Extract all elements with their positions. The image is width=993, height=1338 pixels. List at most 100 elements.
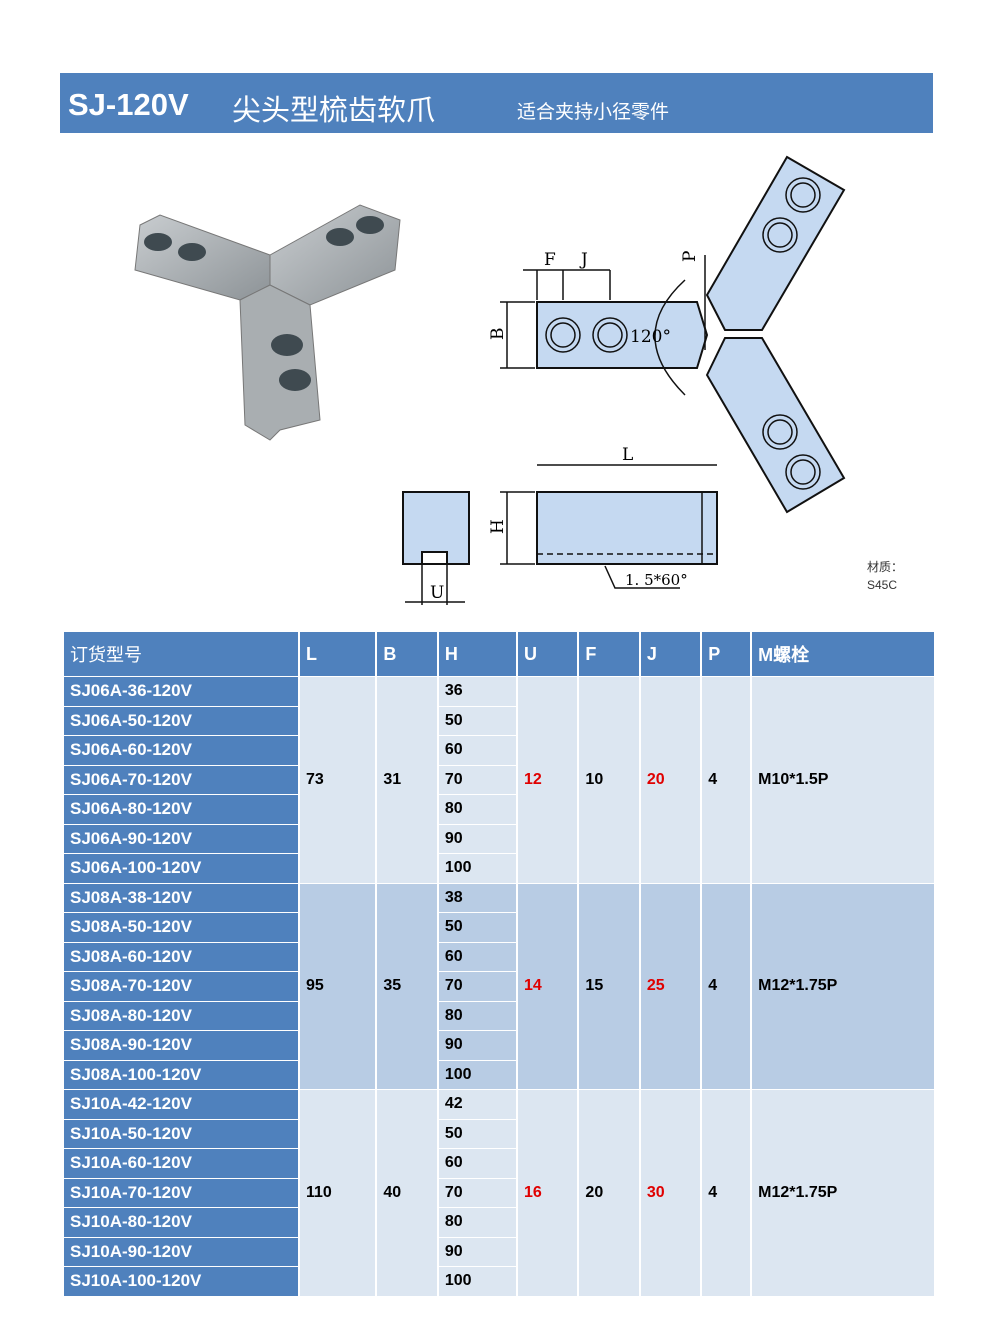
label-serration: 1. 5*60°	[625, 571, 688, 589]
u-cell: 12	[518, 677, 578, 883]
title-banner: SJ-120V 尖头型梳齿软爪 适合夹持小径零件	[60, 73, 933, 133]
table-row: SJ06A-90-120V 90	[64, 824, 934, 853]
m-cell: M12*1.75P	[752, 883, 934, 1089]
h-cell: 50	[438, 706, 516, 735]
model-cell: SJ10A-50-120V	[64, 1119, 298, 1148]
h-cell: 90	[438, 1237, 516, 1266]
model-cell: SJ06A-60-120V	[64, 736, 298, 765]
model-cell: SJ06A-36-120V	[64, 677, 298, 706]
f-cell: 20	[579, 1090, 639, 1296]
h-cell: 100	[438, 1267, 516, 1296]
j-cell: 20	[640, 677, 701, 883]
u-cell: 16	[518, 1090, 578, 1296]
l-cell: 95	[300, 883, 376, 1089]
table-row: SJ10A-70-120V 70	[64, 1178, 934, 1207]
p-cell: 4	[702, 1090, 751, 1296]
h-cell: 70	[438, 765, 516, 794]
material-value: S45C	[867, 578, 898, 592]
table-row: SJ10A-50-120V 50	[64, 1119, 934, 1148]
model-cell: SJ06A-90-120V	[64, 824, 298, 853]
h-cell: 50	[438, 913, 516, 942]
model-cell: SJ06A-100-120V	[64, 854, 298, 883]
label-l: L	[622, 445, 633, 465]
model-cell: SJ08A-60-120V	[64, 942, 298, 971]
l-cell: 110	[300, 1090, 376, 1296]
column-header: F	[579, 632, 639, 676]
h-cell: 100	[438, 1060, 516, 1089]
h-cell: 80	[438, 1208, 516, 1237]
table-row: SJ10A-60-120V 60	[64, 1149, 934, 1178]
h-cell: 38	[438, 883, 516, 912]
m-cell: M10*1.5P	[752, 677, 934, 883]
model-cell: SJ10A-42-120V	[64, 1090, 298, 1119]
b-cell: 40	[377, 1090, 437, 1296]
technical-drawing: F J P B 120° L H U 1. 5*60°	[402, 155, 846, 605]
label-p: P	[680, 251, 700, 262]
model-cell: SJ06A-80-120V	[64, 795, 298, 824]
table-row: SJ06A-80-120V 80	[64, 795, 934, 824]
model-cell: SJ10A-100-120V	[64, 1267, 298, 1296]
h-cell: 100	[438, 854, 516, 883]
model-cell: SJ08A-90-120V	[64, 1031, 298, 1060]
h-cell: 70	[438, 972, 516, 1001]
model-cell: SJ08A-38-120V	[64, 883, 298, 912]
j-cell: 30	[640, 1090, 701, 1296]
h-cell: 80	[438, 1001, 516, 1030]
product-subtitle: 适合夹持小径零件	[517, 101, 670, 123]
material-note: 材质： S45C	[867, 558, 903, 594]
p-cell: 4	[702, 677, 751, 883]
model-cell: SJ10A-70-120V	[64, 1178, 298, 1207]
label-h: H	[488, 519, 508, 534]
label-j: J	[579, 250, 588, 270]
model-cell: SJ06A-50-120V	[64, 706, 298, 735]
h-cell: 50	[438, 1119, 516, 1148]
l-cell: 73	[300, 677, 376, 883]
label-f: F	[544, 250, 556, 270]
h-cell: 90	[438, 1031, 516, 1060]
f-cell: 15	[579, 883, 639, 1089]
column-header: B	[377, 632, 437, 676]
table-row: SJ08A-60-120V 60	[64, 942, 934, 971]
h-cell: 90	[438, 824, 516, 853]
h-cell: 70	[438, 1178, 516, 1207]
label-angle: 120°	[630, 327, 671, 347]
b-cell: 35	[377, 883, 437, 1089]
product-code: SJ-120V	[68, 87, 189, 122]
column-header: 订货型号	[64, 632, 298, 676]
table-row: SJ08A-50-120V 50	[64, 913, 934, 942]
h-cell: 60	[438, 1149, 516, 1178]
column-header: L	[300, 632, 376, 676]
product-name: 尖头型梳齿软爪	[232, 93, 436, 127]
u-cell: 14	[518, 883, 578, 1089]
column-header: M螺栓	[752, 632, 934, 676]
model-cell: SJ06A-70-120V	[64, 765, 298, 794]
table-row: SJ06A-50-120V 50	[64, 706, 934, 735]
h-cell: 60	[438, 736, 516, 765]
table-row: SJ06A-60-120V 60	[64, 736, 934, 765]
m-cell: M12*1.75P	[752, 1090, 934, 1296]
model-cell: SJ08A-100-120V	[64, 1060, 298, 1089]
table-row: SJ08A-80-120V 80	[64, 1001, 934, 1030]
f-cell: 10	[579, 677, 639, 883]
h-cell: 36	[438, 677, 516, 706]
h-cell: 80	[438, 795, 516, 824]
product-photo	[134, 204, 401, 441]
model-cell: SJ08A-80-120V	[64, 1001, 298, 1030]
material-label: 材质：	[867, 560, 904, 574]
h-cell: 60	[438, 942, 516, 971]
column-header: P	[702, 632, 751, 676]
table-row: SJ08A-100-120V 100	[64, 1060, 934, 1089]
label-b: B	[488, 328, 508, 341]
model-cell: SJ08A-50-120V	[64, 913, 298, 942]
label-u: U	[430, 583, 444, 603]
table-row: SJ08A-90-120V 90	[64, 1031, 934, 1060]
table-row: SJ06A-70-120V 70	[64, 765, 934, 794]
model-cell: SJ10A-60-120V	[64, 1149, 298, 1178]
